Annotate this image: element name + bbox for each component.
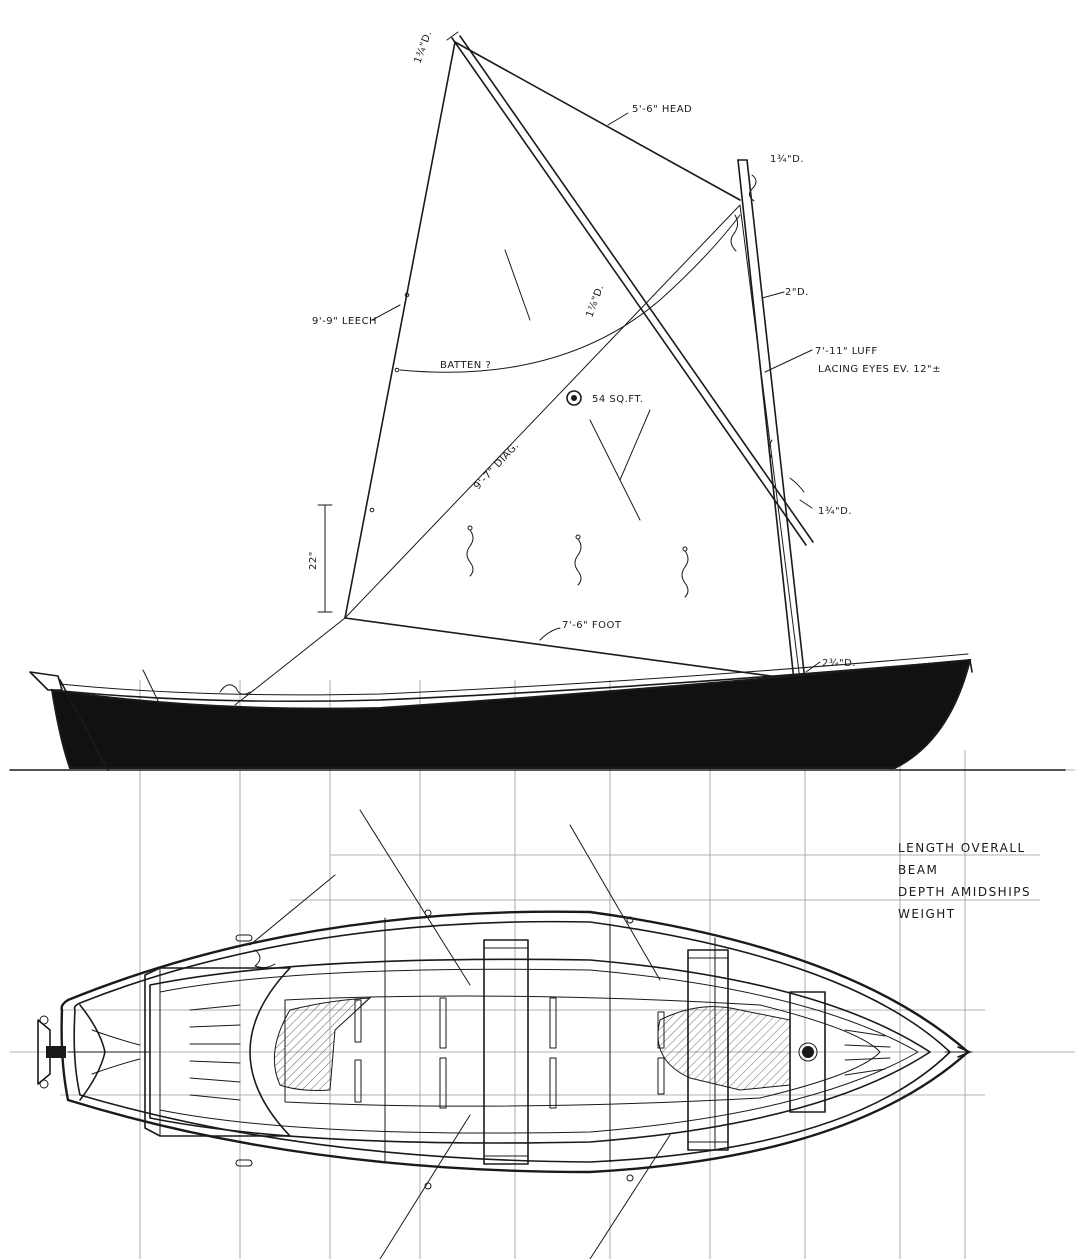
- head-length-label: 5'-6" HEAD: [632, 104, 692, 115]
- specifications-block: LENGTH OVERALL BEAM DEPTH AMIDSHIPS WEIG…: [898, 841, 1031, 921]
- yard-spar: [446, 31, 814, 546]
- mast: [730, 159, 807, 691]
- hull-profile: [9, 653, 1066, 771]
- batten-label: BATTEN ?: [440, 360, 491, 371]
- diagonal-length-label: 9'-7" DIAG.: [472, 440, 521, 492]
- lacing-eyes-label: LACING EYES EV. 12"±: [818, 364, 941, 375]
- luff-length-label: 7'-11" LUFF: [815, 346, 878, 357]
- foot-length-label: 7'-6" FOOT: [562, 620, 622, 631]
- station-lines: [10, 249, 1075, 1259]
- spec-length-overall: LENGTH OVERALL: [898, 841, 1026, 855]
- mast-top-diameter-label: 1¾"D.: [770, 154, 804, 165]
- spec-beam: BEAM: [898, 863, 938, 877]
- spec-weight: WEIGHT: [898, 907, 956, 921]
- spec-depth-amidships: DEPTH AMIDSHIPS: [898, 885, 1031, 899]
- mast-mid-diameter-label: 2"D.: [785, 287, 809, 298]
- yard-top-diameter-label: 1¾"D.: [412, 29, 434, 65]
- sail-area-label: 54 SQ.FT.: [592, 394, 643, 405]
- mast-base-diameter-label: 2¾"D.: [822, 658, 856, 669]
- yard-mid-diameter-label: 1⅞"D.: [584, 283, 606, 319]
- hull-plan-view: [37, 909, 973, 1190]
- lug-sail: [234, 41, 801, 706]
- dimension-labels: 1¾"D. 5'-6" HEAD 1¾"D. 2"D. 1⅞"D. 9'-9" …: [308, 29, 941, 673]
- reef-gap-label: 22": [308, 551, 319, 570]
- yard-heel-diameter-label: 1¾"D.: [818, 506, 852, 517]
- leech-length-label: 9'-9" LEECH: [312, 316, 377, 327]
